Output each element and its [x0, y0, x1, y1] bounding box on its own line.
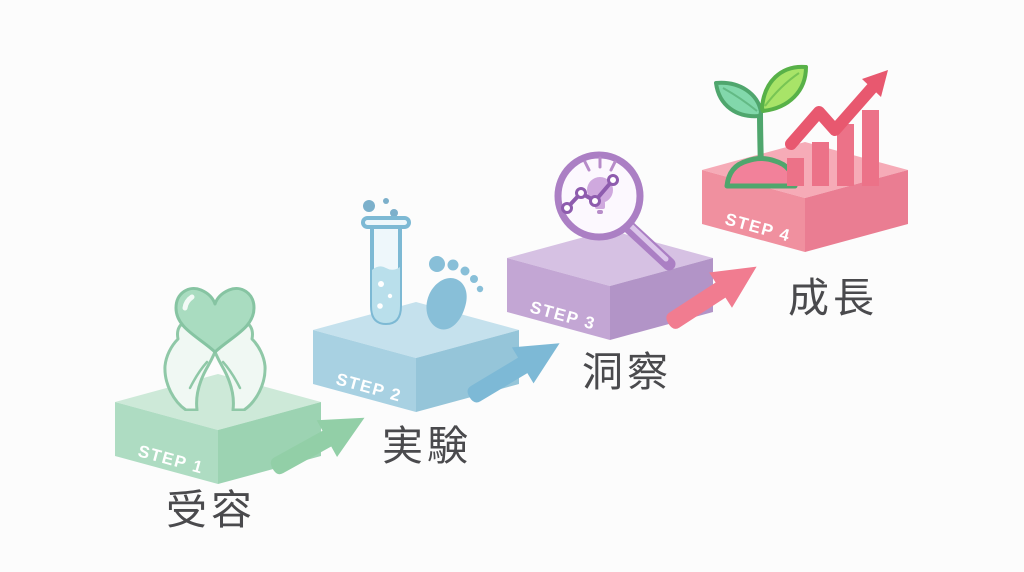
arrow-step2-to-step3 — [467, 343, 560, 403]
platform-front-face — [702, 170, 805, 252]
step-3-title: 洞察 — [582, 349, 672, 395]
footprint-toe — [476, 285, 484, 293]
platform-side-face — [610, 258, 713, 340]
bar — [787, 158, 804, 186]
hands-holding-heart-icon — [163, 287, 267, 411]
growth-arrow-line — [785, 82, 878, 150]
arrow-step1-to-step2 — [270, 417, 365, 475]
platform-step-2: STEP 2 — [313, 302, 519, 412]
step-2-title: 実験 — [382, 423, 472, 469]
platform-step-3: STEP 3 — [507, 230, 713, 340]
footprint-toe — [470, 275, 478, 283]
arrow-step3-to-step4 — [666, 266, 757, 329]
growth-bar-chart-icon — [785, 70, 888, 186]
insight-chart-line — [565, 178, 615, 210]
footprint-toe — [460, 266, 470, 276]
liquid-bubble — [378, 281, 384, 287]
bubble — [363, 200, 375, 212]
step-1-title: 受容 — [166, 487, 256, 533]
step-4-title: 成長 — [788, 275, 878, 321]
arrow-shape — [467, 343, 560, 403]
test-tube-rim — [361, 216, 411, 229]
test-tube-footprint-icon — [361, 198, 484, 330]
bar — [862, 110, 879, 186]
heart-shine — [182, 294, 195, 311]
platform-side-face — [416, 330, 519, 412]
bar — [837, 124, 854, 186]
liquid-bubble — [387, 293, 393, 299]
bubble — [383, 198, 389, 204]
chart-dot — [575, 187, 587, 199]
footprint-sole — [426, 277, 467, 330]
bulb-tip — [597, 210, 603, 214]
platform-front-face — [115, 402, 218, 484]
sprout-leaf-right — [760, 64, 808, 113]
arrow-shape — [666, 266, 757, 329]
footprint-toe — [447, 259, 459, 271]
sprout-leaf-left — [714, 80, 763, 119]
test-tube-liquid — [372, 266, 400, 323]
bubble — [390, 209, 398, 217]
sprout-icon — [714, 64, 808, 189]
leaf-vein — [722, 87, 758, 112]
magnifier-insight-icon — [554, 151, 676, 271]
platform-step-1: STEP 1 — [115, 374, 321, 484]
right-hand-crease — [221, 360, 242, 390]
platform-side-face — [218, 402, 321, 484]
platform-front-face — [507, 258, 610, 340]
heart-icon — [174, 287, 256, 354]
arrow-shape — [270, 417, 365, 475]
liquid-bubble — [377, 303, 383, 309]
bulb-rays — [583, 156, 617, 172]
left-hand-crease — [188, 360, 209, 390]
leaf-vein — [764, 72, 800, 107]
chart-dot — [561, 202, 573, 214]
platform-side-face — [805, 170, 908, 252]
bar — [812, 142, 829, 186]
platform-front-face — [313, 330, 416, 412]
magnifier-handle-highlight — [628, 223, 669, 262]
chart-dot — [607, 174, 619, 186]
chart-dot — [589, 195, 601, 207]
growth-arrow-head — [862, 70, 888, 97]
footprint-toe — [429, 256, 445, 272]
